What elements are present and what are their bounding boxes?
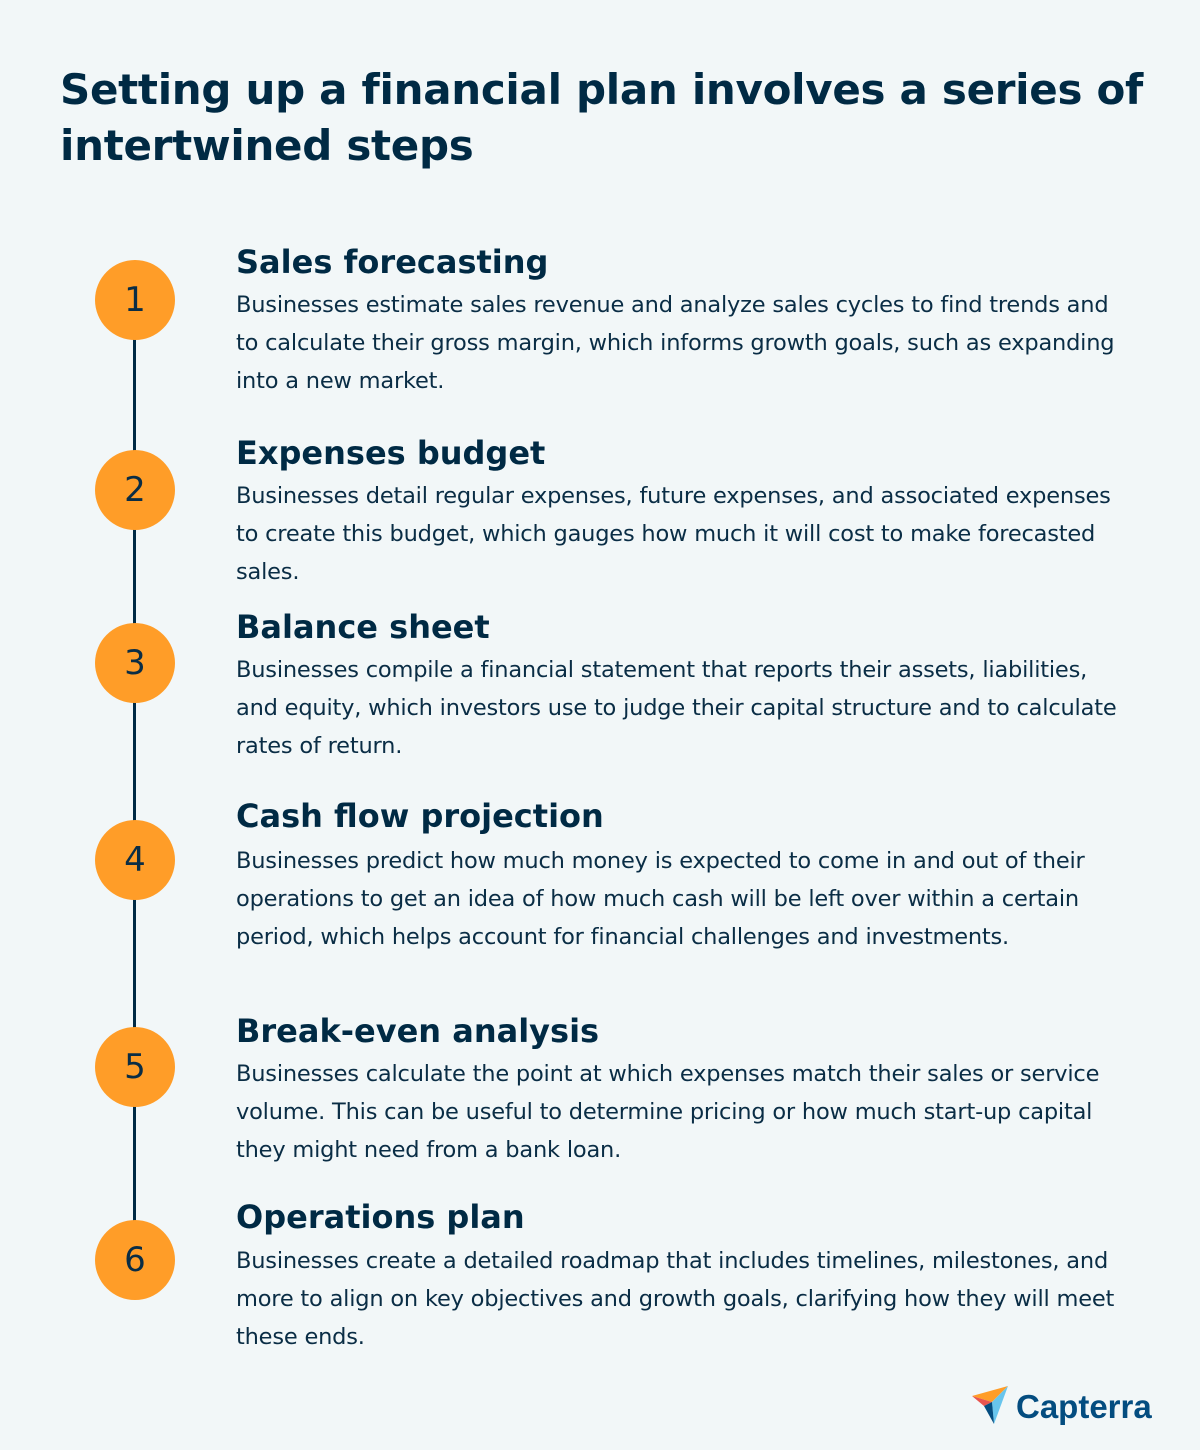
step-title: Break-even analysis [236,1012,600,1050]
capterra-logo: Capterra [970,1384,1152,1430]
timeline-connector-line [133,300,136,1260]
step-number-badge: 3 [95,623,175,703]
step-description: Businesses calculate the point at which … [236,1061,1100,1163]
step-number-badge: 1 [95,260,175,340]
step-description: Businesses estimate sales revenue and an… [236,292,1115,394]
page-title: Setting up a financial plan involves a s… [60,65,1144,170]
step-title: Expenses budget [236,434,546,472]
capterra-logo-text: Capterra [1016,1388,1152,1425]
step-number-badge: 2 [95,450,175,530]
step-description: Businesses predict how much money is exp… [236,848,1085,950]
step-title: Sales forecasting [236,243,549,281]
step-number-badge: 4 [95,820,175,900]
step-description: Businesses create a detailed roadmap tha… [236,1248,1115,1350]
capterra-arrow-icon [970,1384,1012,1430]
step-number-badge: 6 [95,1220,175,1300]
step-title: Balance sheet [236,608,490,646]
step-title: Operations plan [236,1198,525,1236]
step-description: Businesses compile a financial statement… [236,657,1117,759]
step-number-badge: 5 [95,1027,175,1107]
step-title: Cash flow projection [236,797,604,835]
step-description: Businesses detail regular expenses, futu… [236,483,1111,585]
